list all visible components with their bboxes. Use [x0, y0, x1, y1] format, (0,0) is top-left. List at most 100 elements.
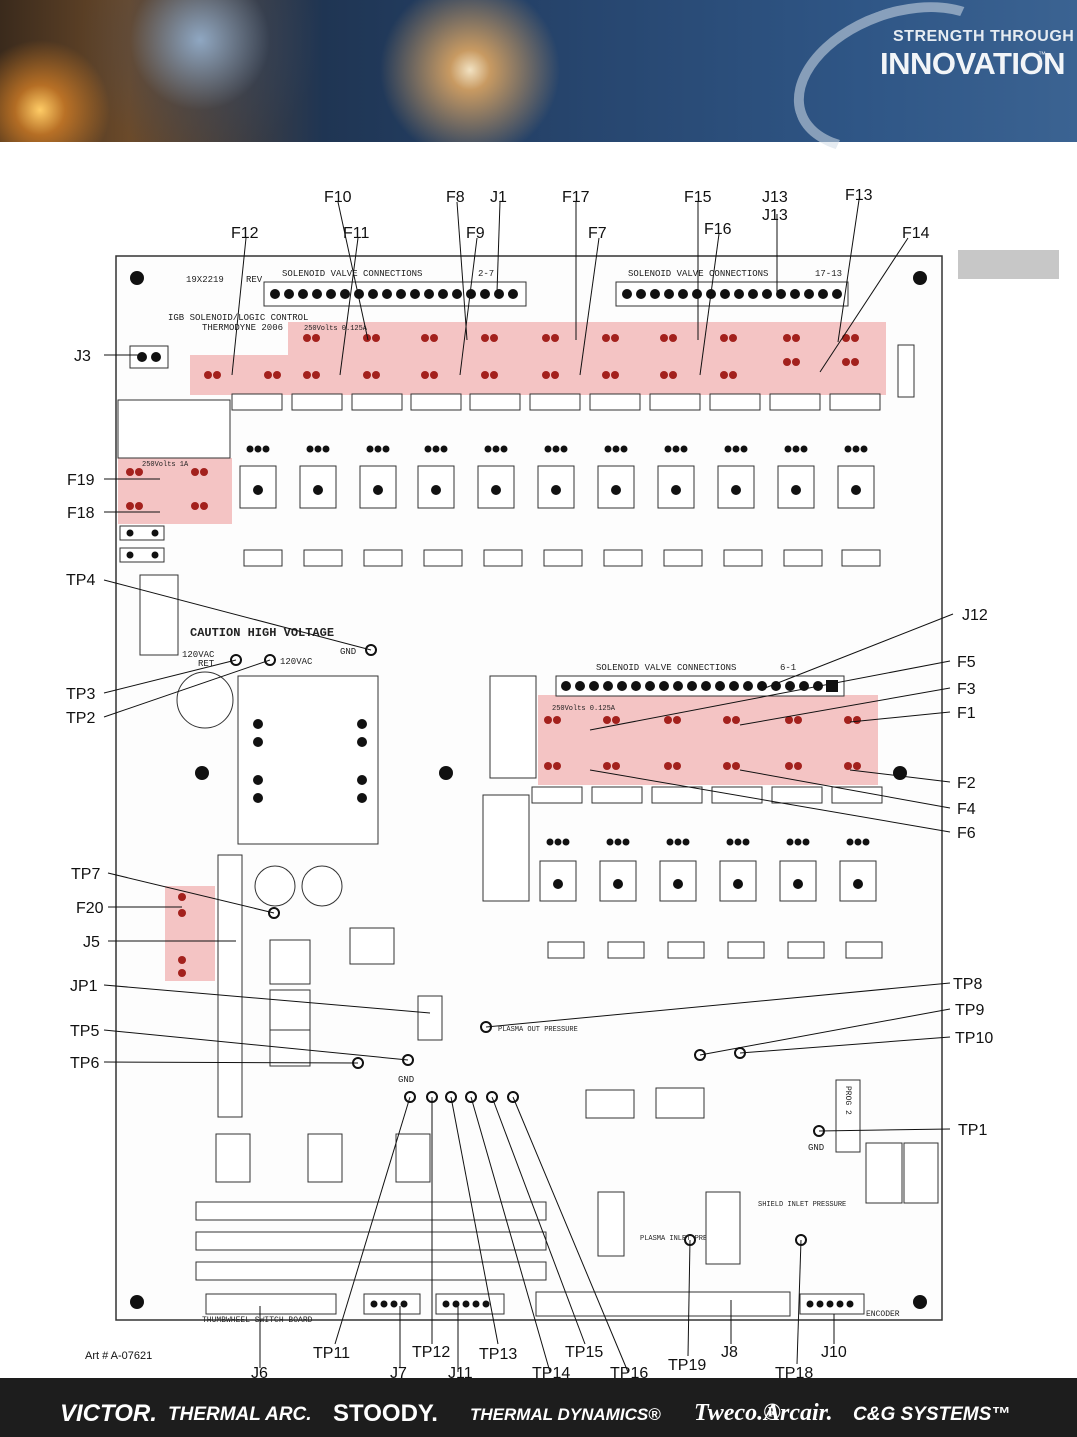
resistor-bank-bottom [195, 1201, 547, 1281]
conn-j1-text: SOLENOID VALVE CONNECTIONS [282, 269, 422, 279]
fuse-row-lower [204, 358, 859, 379]
gnd-label-tp5: GND [398, 1075, 414, 1085]
ic-chips [215, 1087, 939, 1265]
fuse-f20 [178, 893, 186, 977]
capacitor-c20 [254, 865, 296, 907]
caution-label: CAUTION HIGH VOLTAGE [190, 626, 334, 640]
encoder-label: ENCODER [866, 1310, 900, 1319]
plasma-out-label: PLASMA OUT PRESSURE [498, 1026, 578, 1034]
callouts-bottom: TP11 TP12 TP13 TP14 TP15 TP16 TP19 J8 TP… [251, 1344, 847, 1378]
connector-j8 [535, 1291, 791, 1317]
callout-f3: F3 [957, 681, 976, 698]
capacitor-row-top [231, 393, 881, 411]
callout-jp1: JP1 [70, 978, 98, 995]
fuse-rating-f19: 250Volts 1A [142, 461, 189, 469]
connector-j12-pins [561, 680, 838, 692]
callout-tp9: TP9 [955, 1002, 984, 1019]
art-number: Art # A-07621 [85, 1350, 153, 1362]
callout-f1: F1 [957, 705, 976, 722]
callout-j5: J5 [83, 934, 100, 951]
tagline-top: STRENGTH THROUGH [893, 28, 1075, 45]
r300-r301 [119, 525, 165, 563]
capacitor-row-mid [531, 786, 883, 804]
callout-f6: F6 [957, 825, 976, 842]
thumbwheel-label: THUMBWHEEL SWITCH BOARD [202, 1316, 313, 1325]
callout-f5: F5 [957, 654, 976, 671]
callout-f20: F20 [76, 900, 104, 917]
connector-j6 [205, 1293, 337, 1315]
header-prog2 [835, 1079, 861, 1153]
capacitor-large [176, 671, 234, 729]
pcb-diagram: 19X2219 REV SOLENOID VALVE CONNECTIONS 2… [66, 187, 993, 1378]
plasma-inlet-label: PLASMA INLET PRESSURE [640, 1235, 728, 1243]
callout-tp6: TP6 [70, 1055, 99, 1072]
relay-k300 [139, 574, 179, 656]
callout-j3: J3 [74, 348, 91, 365]
callout-f2: F2 [957, 775, 976, 792]
callout-f8: F8 [446, 189, 465, 206]
capacitor-c19 [301, 865, 343, 907]
callout-f7: F7 [588, 225, 607, 242]
transistor-row-lower [539, 838, 877, 902]
callout-tp19: TP19 [668, 1357, 706, 1374]
callout-tp13: TP13 [479, 1346, 517, 1363]
tagline-tm: ™ [1038, 50, 1046, 59]
callout-tp4: TP4 [66, 572, 95, 589]
brand-thermal-arc: THERMAL ARC. [168, 1404, 312, 1425]
board-copyright: THERMODYNE 2006 [202, 323, 283, 333]
jumper-jp1 [417, 995, 443, 1041]
callout-j6: J6 [251, 1365, 268, 1378]
callout-f15: F15 [684, 189, 712, 206]
callout-tp2: TP2 [66, 710, 95, 727]
callout-f18: F18 [67, 505, 95, 522]
shield-inlet-label: SHIELD INLET PRESSURE [758, 1201, 846, 1209]
connector-j1-pins [270, 289, 518, 299]
page-tab [958, 250, 1059, 279]
transformer-t2 [117, 399, 231, 459]
callout-tp12: TP12 [412, 1344, 450, 1361]
board-part-number: 19X2219 [186, 275, 224, 285]
connector-j5 [217, 854, 243, 1118]
callouts-top: F10 F8 J1 F17 F15 J13 F13 F12 F11 F9 F7 … [231, 187, 930, 242]
callout-f14: F14 [902, 225, 930, 242]
transformer-t1-pins [253, 719, 367, 803]
transformer-t1 [237, 675, 379, 845]
prog-label: PROG 2 [843, 1086, 852, 1115]
callout-tp1: TP1 [958, 1122, 987, 1139]
callout-f4: F4 [957, 801, 976, 818]
callout-tp11: TP11 [313, 1345, 350, 1362]
transistor-row-top [239, 445, 875, 509]
conn-j12-range: 6-1 [780, 663, 796, 673]
callout-j13: J13 [762, 189, 788, 206]
callout-tp5: TP5 [70, 1023, 99, 1040]
callout-f13: F13 [845, 187, 873, 204]
callout-f16: F16 [704, 221, 732, 238]
callout-f19: F19 [67, 472, 95, 489]
callout-f12: F12 [231, 225, 259, 242]
inductor-l3 [897, 344, 915, 398]
callouts-right: J12 F5 F3 F1 F2 F4 F6 TP8 TP9 TP10 TP1 [953, 607, 993, 1139]
opto-row [243, 549, 881, 567]
callout-f10: F10 [324, 189, 352, 206]
callout-leader-lines [103, 199, 954, 1373]
vac-ret-label: 120VAC [182, 650, 215, 660]
fuse-f19-f18 [126, 468, 208, 510]
ret-label: RET [198, 659, 215, 669]
gnd-label-tp1: GND [808, 1143, 824, 1153]
opto-row-lower [547, 941, 883, 959]
relay-k301 [489, 675, 537, 779]
welding-photo [0, 0, 560, 142]
brand-arcair: Arcair. [764, 1400, 833, 1426]
brand-cg-systems: C&G SYSTEMS™ [853, 1404, 1011, 1425]
bottom-connector-pins [370, 1300, 854, 1308]
brand-footer [0, 1378, 1077, 1437]
callout-f17: F17 [562, 189, 590, 206]
brand-victor: VICTOR. [60, 1400, 157, 1427]
callout-j13-repeat: J13 [762, 207, 788, 224]
callout-f11: F11 [343, 225, 369, 242]
brand-thermal-dynamics: THERMAL DYNAMICS® [470, 1405, 661, 1424]
callout-j1: J1 [490, 189, 507, 206]
board-rev: REV [246, 275, 263, 285]
header-banner [0, 0, 1077, 182]
fuse-row-upper [303, 334, 859, 342]
